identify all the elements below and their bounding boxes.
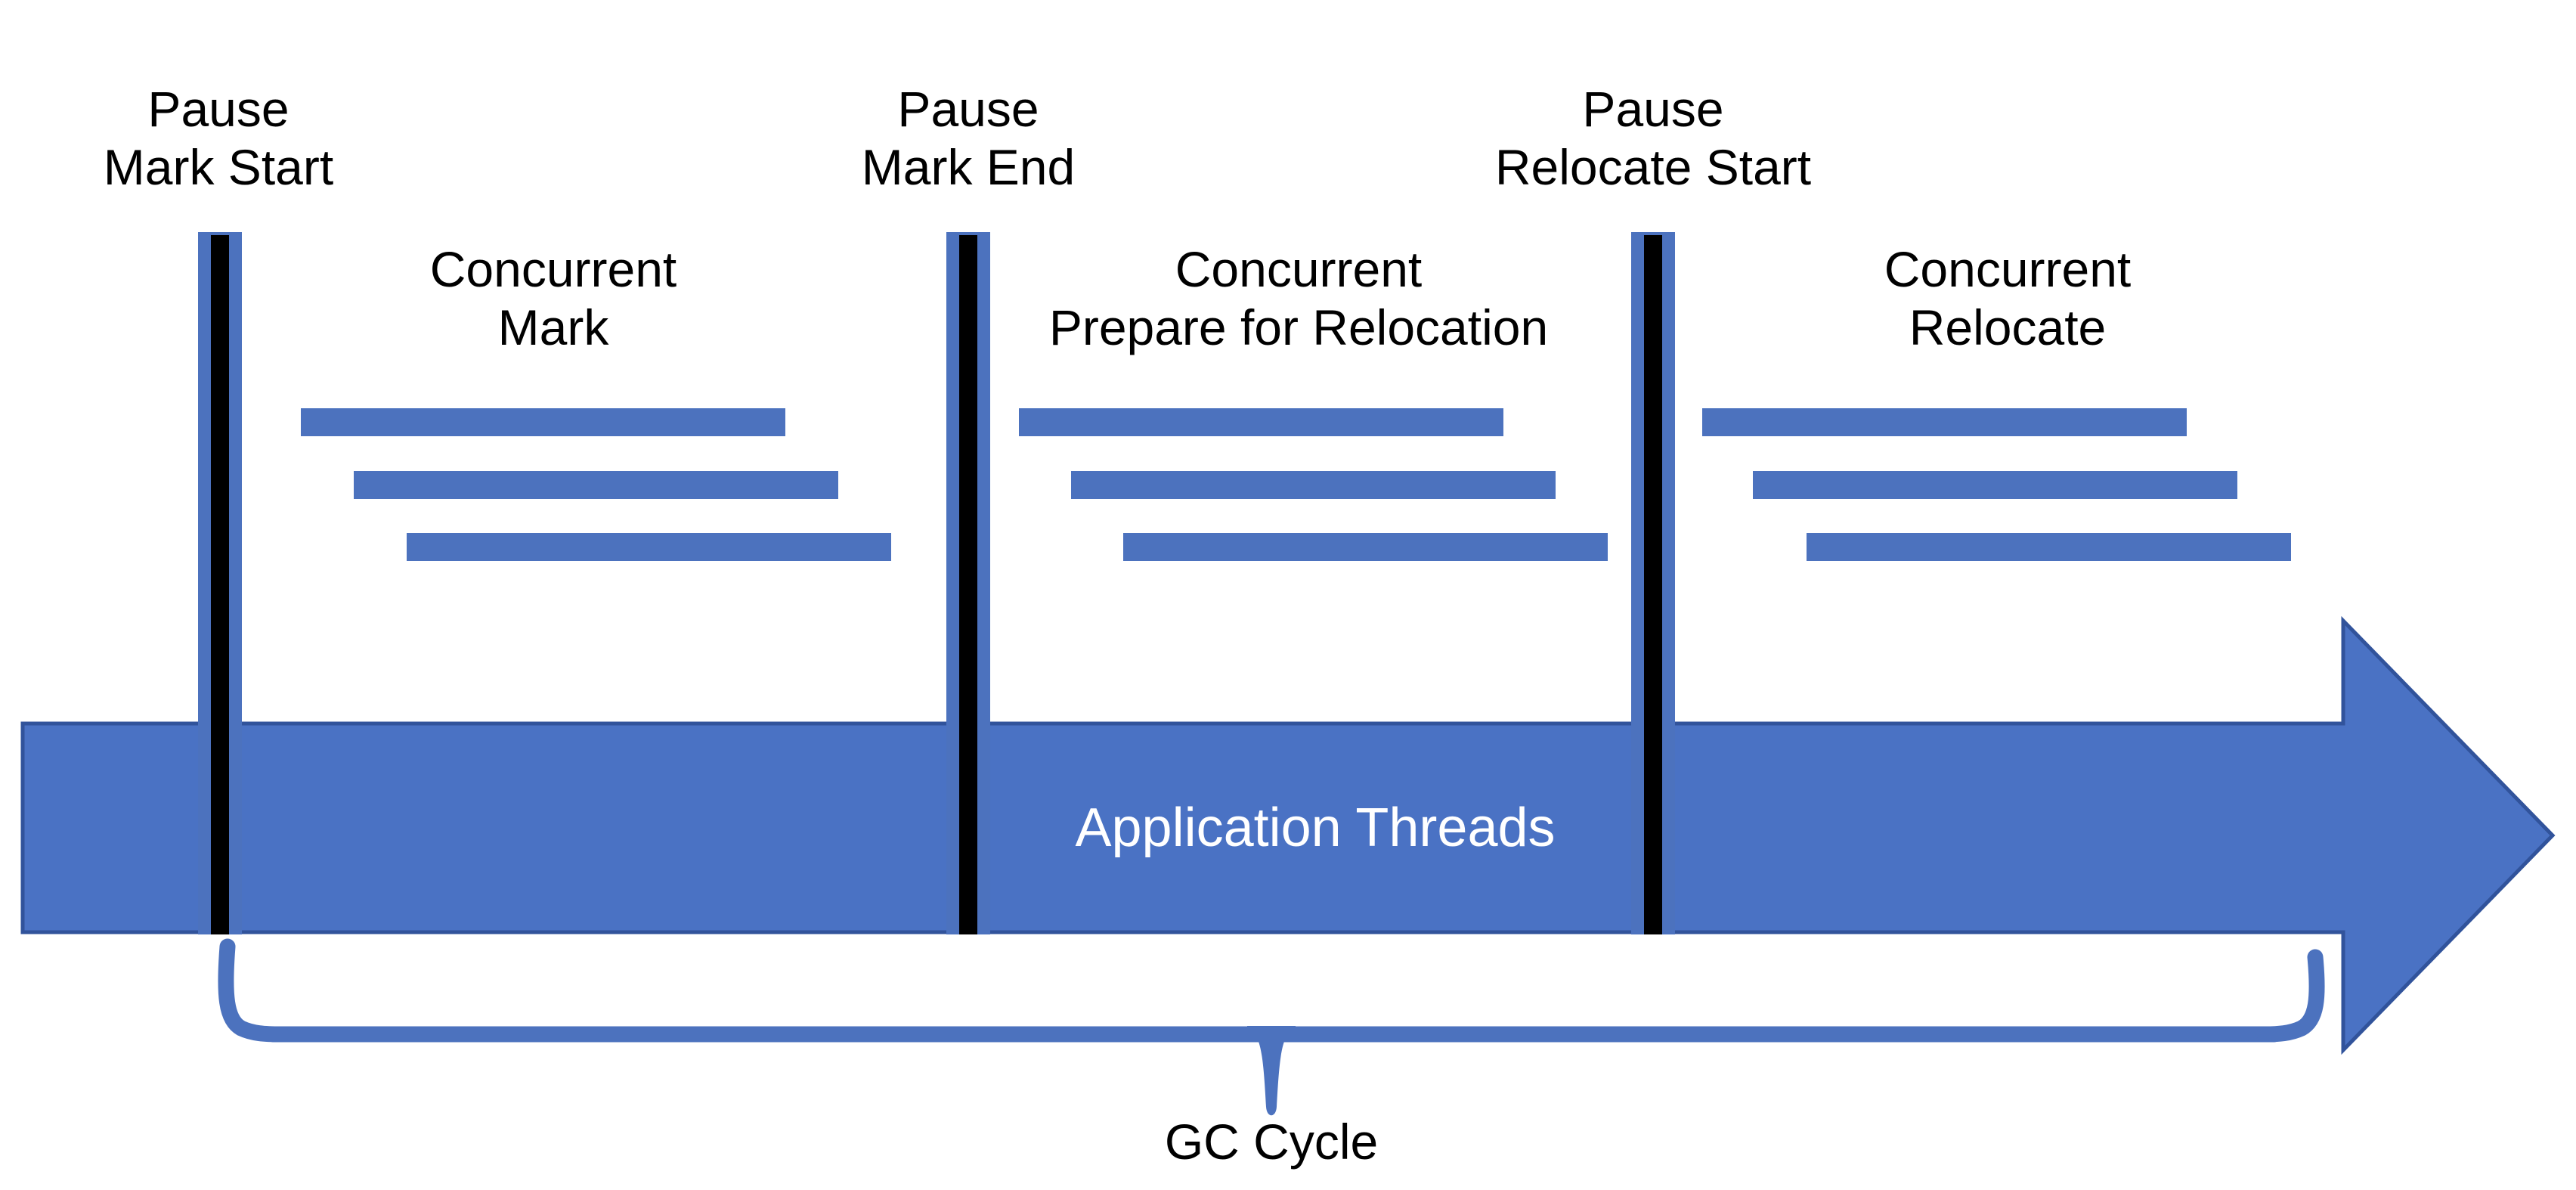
label-concurrent-prepare-for-relocation: Concurrent Prepare for Relocation (958, 240, 1639, 357)
label-pause-mark-start: Pause Mark Start (0, 80, 445, 197)
pause-bar-core (211, 235, 229, 934)
pause-bar-mark-start (198, 232, 242, 934)
label-line: Relocate (1909, 299, 2107, 355)
thread-bar (1753, 471, 2237, 499)
label-concurrent-mark: Concurrent Mark (213, 240, 893, 357)
label-line: Mark Start (103, 139, 334, 195)
label-line: Mark (497, 299, 609, 355)
thread-bar (1019, 408, 1503, 436)
gc-cycle-brace-left-hook (218, 938, 289, 1043)
thread-bar (1123, 533, 1608, 561)
gc-cycle-label: GC Cycle (1164, 1114, 1379, 1170)
label-line: Pause (147, 81, 289, 137)
application-threads-label: Application Threads (1075, 798, 1556, 858)
label-concurrent-relocate: Concurrent Relocate (1667, 240, 2348, 357)
pause-bar-mark-end (946, 232, 990, 934)
label-line: Concurrent (429, 241, 677, 297)
gc-cycle-brace-pip (1247, 1026, 1296, 1116)
label-line: Relocate Start (1494, 139, 1812, 195)
label-pause-mark-end: Pause Mark End (742, 80, 1195, 197)
thread-bar (354, 471, 838, 499)
label-line: Pause (897, 81, 1039, 137)
label-line: Concurrent (1175, 241, 1423, 297)
label-line: Concurrent (1884, 241, 2132, 297)
pause-bar-core (959, 235, 977, 934)
label-line: Mark End (861, 139, 1076, 195)
label-pause-relocate-start: Pause Relocate Start (1426, 80, 1880, 197)
application-threads-arrow (20, 615, 2556, 1055)
pause-bar-relocate-start (1631, 232, 1675, 934)
thread-bar (1807, 533, 2291, 561)
thread-bar (1702, 408, 2187, 436)
label-line: Prepare for Relocation (1048, 299, 1549, 355)
gc-cycle-brace-right-hook (2256, 949, 2325, 1043)
thread-bar (407, 533, 891, 561)
label-line: Pause (1582, 81, 1724, 137)
pause-bar-core (1644, 235, 1662, 934)
thread-bar (1071, 471, 1556, 499)
thread-bar (301, 408, 785, 436)
